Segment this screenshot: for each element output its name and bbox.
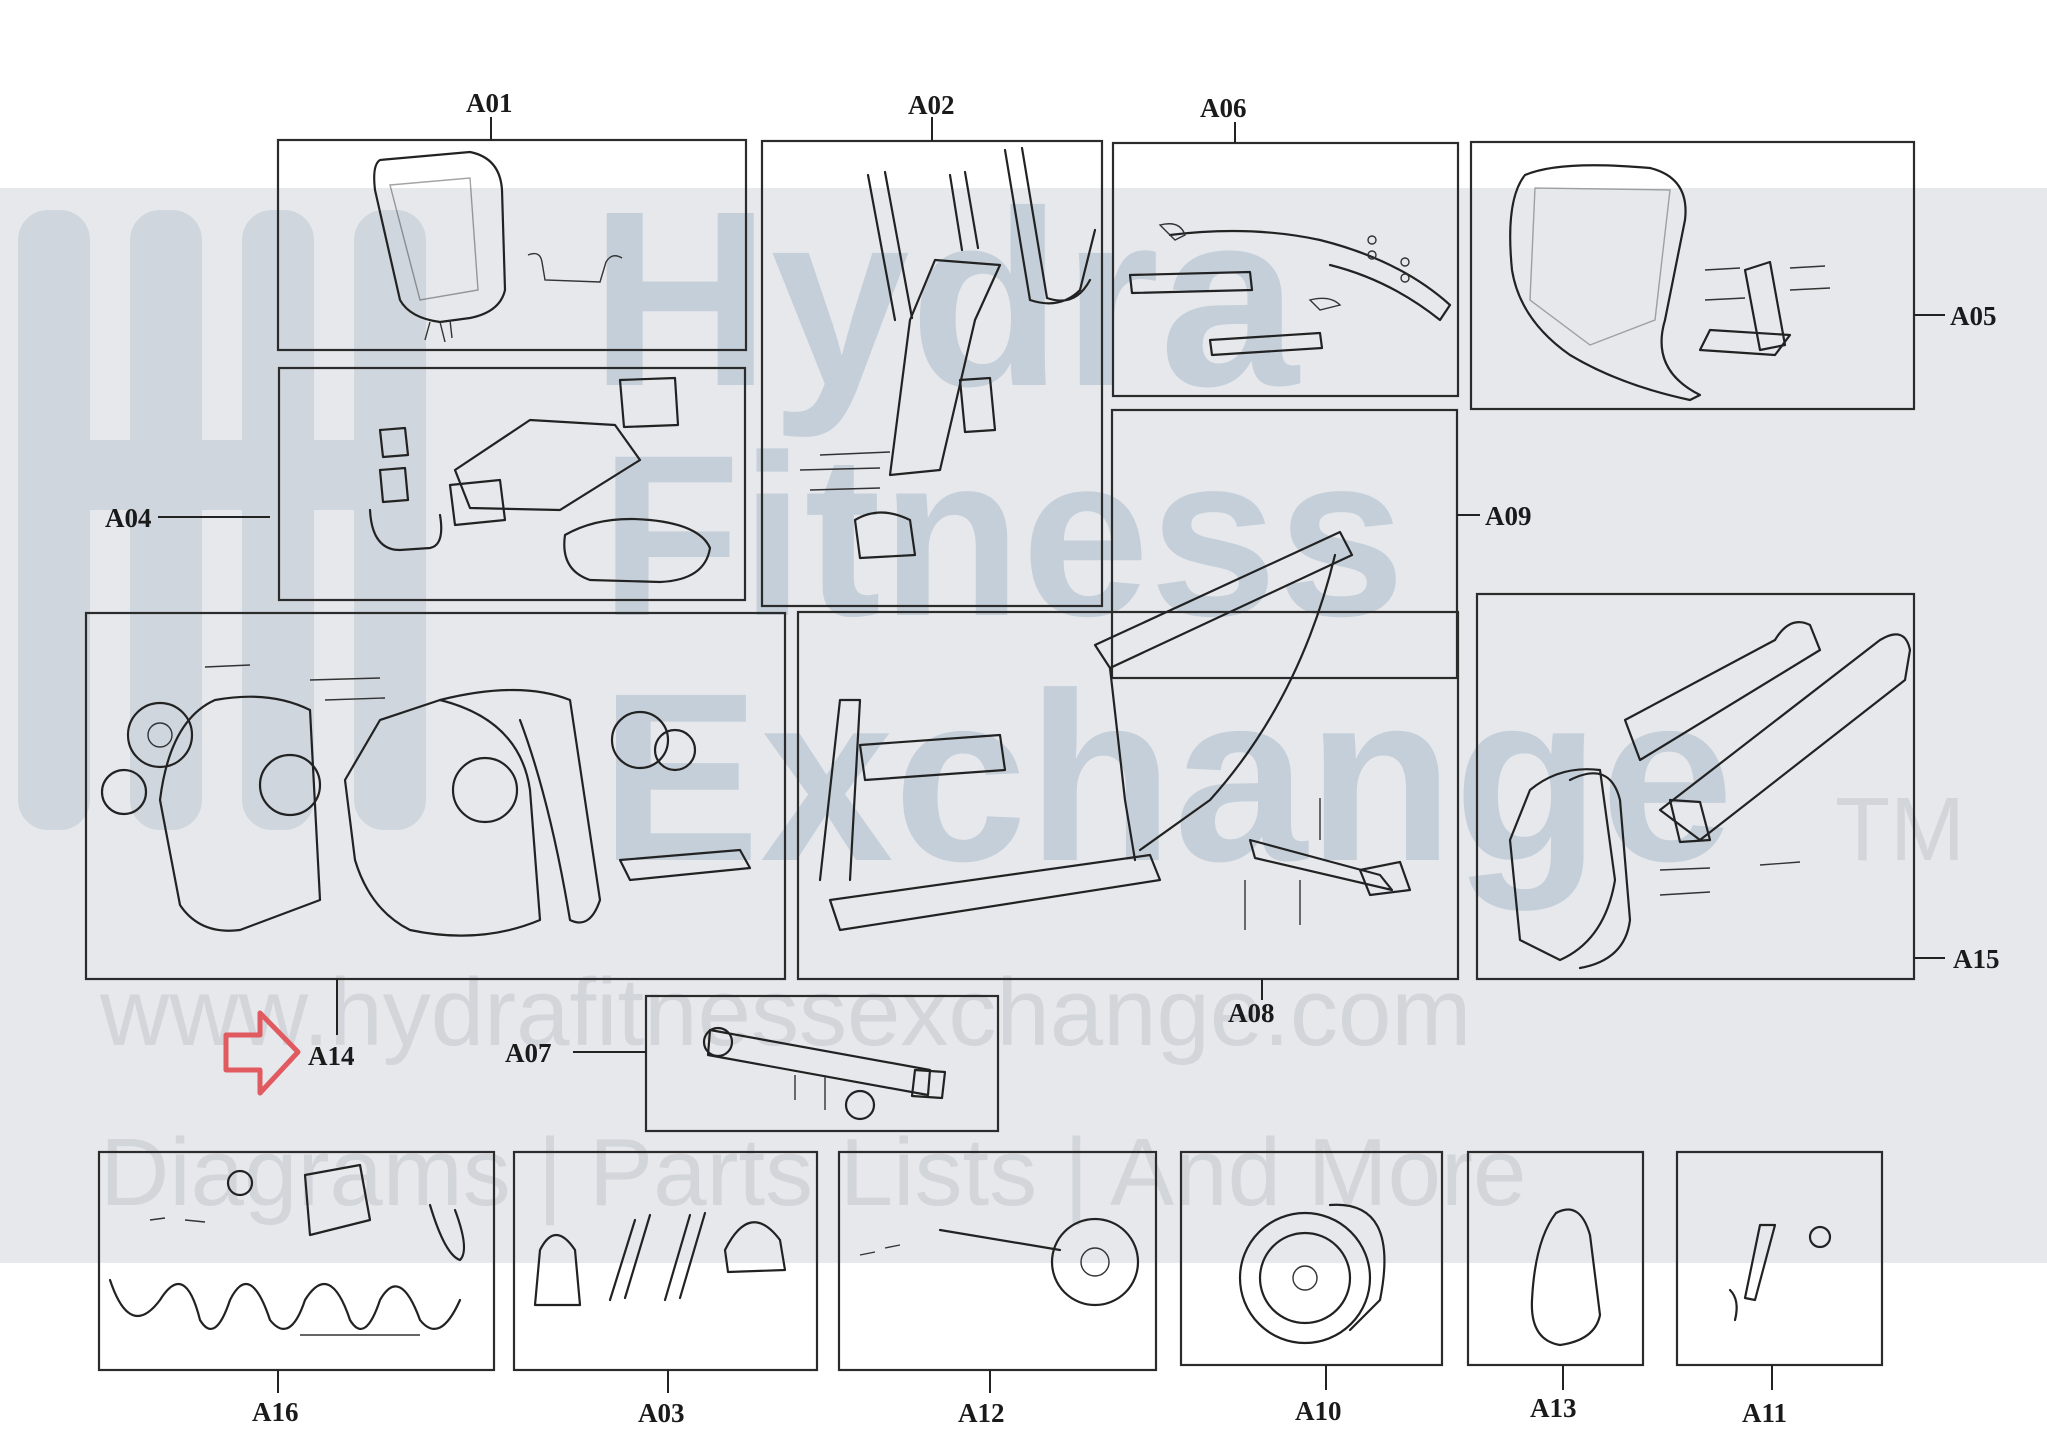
panel-a11-idler	[1675, 1150, 1884, 1390]
callout-a06: A06	[1200, 93, 1247, 123]
callout-a05: A05	[1950, 301, 1997, 331]
panel-a12-crank	[837, 1150, 1158, 1393]
watermark-trademark: TM	[1835, 780, 1965, 880]
callout-a15: A15	[1953, 944, 2000, 974]
callout-a02: A02	[908, 90, 955, 120]
callout-a11: A11	[1742, 1398, 1787, 1428]
callout-a16: A16	[252, 1397, 299, 1427]
watermark-brand-line3: Exchange	[600, 643, 1734, 911]
arrow-right-outline-icon	[223, 1010, 301, 1096]
callout-a12: A12	[958, 1398, 1005, 1428]
panel-a01-console	[276, 117, 748, 352]
watermark-brand-line1: Hydra	[590, 159, 1301, 438]
watermark-brand-line2: Fitness	[600, 407, 1405, 664]
panel-a16-hardware	[97, 1150, 496, 1393]
panel-a09-seat-rail	[1110, 408, 1480, 680]
watermark-tagline: Diagrams | Parts Lists | And More	[100, 1119, 1526, 1226]
panel-a15-stabilizer	[1475, 592, 1945, 981]
callout-a07: A07	[505, 1038, 552, 1068]
panel-a08-main-frame	[796, 530, 1460, 1000]
callout-a03: A03	[638, 1398, 685, 1428]
callout-a13: A13	[1530, 1393, 1577, 1423]
callout-a01: A01	[466, 88, 513, 118]
callout-a08: A08	[1228, 998, 1275, 1028]
panel-a14-shrouds	[84, 611, 787, 1035]
panel-a04-seat-adjust	[158, 366, 747, 602]
panel-a06-handlebar	[1111, 122, 1460, 398]
panel-a07-rear-stabilizer	[573, 994, 1000, 1133]
callout-a10: A10	[1295, 1396, 1342, 1426]
callout-a09: A09	[1485, 501, 1532, 531]
callout-a04: A04	[105, 503, 152, 533]
panel-a02-upright	[760, 117, 1104, 608]
panel-a10-flywheel	[1179, 1150, 1444, 1390]
panel-a13-belt	[1466, 1150, 1645, 1390]
watermark-logo	[18, 210, 426, 830]
panel-a05-seat-back	[1469, 140, 1945, 411]
panel-a03-pedals	[512, 1150, 819, 1393]
callout-a14: A14	[308, 1041, 355, 1071]
